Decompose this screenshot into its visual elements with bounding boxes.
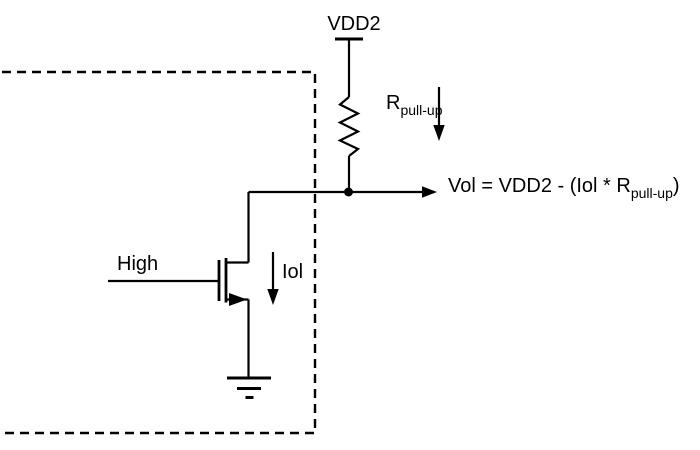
iol-arrowhead-icon <box>267 289 279 305</box>
rpullup-label: Rpull-up <box>386 92 443 118</box>
output-arrowhead-icon <box>422 186 437 198</box>
source-arrowhead-icon <box>229 293 247 306</box>
device-boundary <box>2 70 317 435</box>
output-node-dot <box>344 187 353 197</box>
vdd2-label: VDD2 <box>327 13 380 35</box>
vol-formula: Vol = VDD2 - (Iol * Rpull-up) <box>448 175 680 201</box>
resistor-pullup <box>337 96 361 157</box>
high-label: High <box>117 253 158 275</box>
rpullup-current-arrowhead-icon <box>433 125 445 141</box>
iol-label: Iol <box>282 261 303 283</box>
